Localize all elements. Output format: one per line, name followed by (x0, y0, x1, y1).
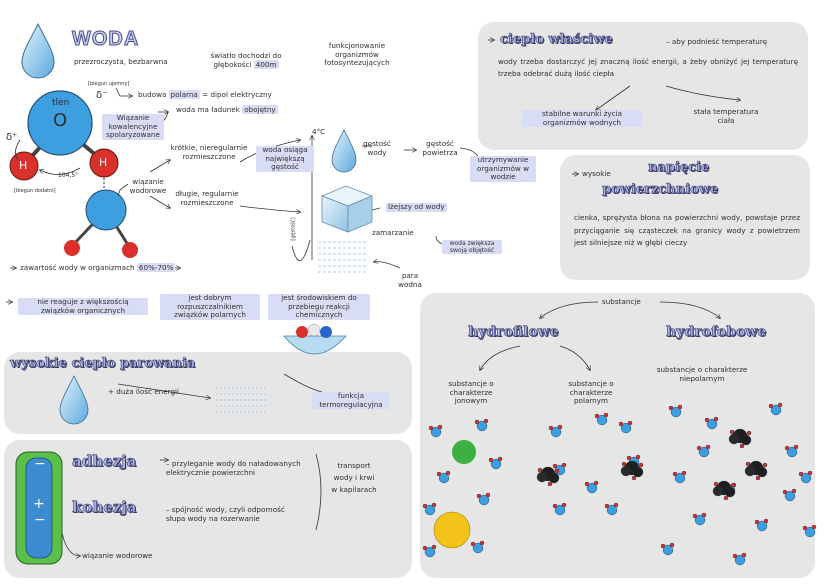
polar-structure: budowa polarna = dipol elektryczny (138, 90, 272, 100)
heat-title: ciepło właściwe (500, 32, 613, 48)
hydrophobic-title: hydrofobowe (666, 324, 767, 341)
nonpolar-text: substancje o charakterze niepolarnym (656, 365, 748, 383)
molecule-layer (422, 402, 817, 566)
vapor-icon (216, 387, 266, 413)
ionic-text: substancje o charakterze jonowym (448, 379, 494, 406)
covalent-bond: Wiązanie kowalencyjne spolaryzowane (102, 113, 164, 140)
tension-title-2: powierzchniowe (602, 182, 719, 198)
tension-body: cienka, sprężysta błona na powierzchni w… (574, 213, 800, 248)
ion-molecules (433, 440, 476, 549)
life-support: utrzymywanie organizmów w wodzie (470, 155, 536, 182)
light-depth: światło dochodzi do głębokości 400m (196, 51, 296, 69)
energy-text: + duża ilość energii (108, 387, 180, 396)
heat-panel (478, 22, 808, 150)
tension-high: wysokie (582, 169, 611, 178)
polar-text: substancje o charakterze polarnym (568, 379, 614, 406)
neg-pole-label: [biegun ujemny] (88, 81, 130, 87)
air-density: gęstość powietrza (422, 139, 458, 157)
substances-panel (420, 293, 815, 578)
bond-angle: 104,5° (58, 172, 79, 179)
stable-conditions: stabilne warunki życia organizmów wodnyc… (522, 109, 642, 128)
minus-sign: − (34, 456, 46, 472)
delta-minus: δ⁻ (96, 90, 108, 101)
ice-lighter: lżejszy od wody (386, 202, 447, 212)
capillary-icon (15, 451, 63, 565)
polar-word: polarna (168, 90, 200, 99)
constant-temp: stała temperatura ciała (693, 107, 759, 125)
polar-build-text: budowa (138, 90, 167, 99)
ice-cube-icon (320, 185, 374, 233)
thermoregulation: funkcja termoregulacyjna (312, 391, 390, 410)
volume-increase: woda zwiększa swoją objętość (442, 240, 502, 255)
cohesion-title: kohezja (72, 498, 137, 517)
solvent: jest dobrym rozpuszczalnikiem związków p… (160, 293, 260, 320)
water-density: gęstość wody (363, 139, 391, 157)
water-description: przezroczysta, bezbarwna (74, 57, 168, 66)
light-text: światło dochodzi do głębokości (210, 51, 282, 69)
hydrogen-bond-label: wiązanie wodorowe (129, 177, 167, 195)
bowl-icon (283, 323, 347, 355)
charge-info: woda ma ładunek obojętny (176, 105, 278, 115)
light-depth-value: 400m (253, 59, 279, 69)
charge-value: obojętny (242, 105, 278, 114)
water-waves-icon (318, 241, 366, 273)
evaporation-title: wysokie ciepło parowania (10, 356, 196, 372)
density-drop-icon (331, 129, 357, 173)
charge-prefix: woda ma ładunek (176, 105, 240, 114)
water-content: zawartość wody w organizmach 60%-70% (20, 263, 176, 273)
transport-text: transport wody i krwi w kapilarach (331, 461, 377, 495)
second-water-molecule-icon (64, 189, 138, 258)
density-axis-label: [gęstość] (290, 217, 297, 241)
dipole-text: = dipol elektryczny (202, 90, 272, 99)
hbond-bottom: wiązanie wodorowe (82, 551, 153, 560)
no-reaction: nie reaguje z większością związków organ… (18, 297, 148, 316)
heat-body: wody trzeba dostarczyć jej znaczną ilość… (498, 57, 798, 79)
substances-label: substancje (602, 297, 641, 306)
hydrophilic-title: hydrofilowe (468, 324, 559, 341)
page-title: WODA (71, 28, 140, 51)
oxygen-label: tlen (52, 98, 70, 108)
adhesion-panel (4, 440, 412, 578)
adhesion-title: adhezja (72, 452, 137, 471)
max-density: woda osiąga największą gęstość (256, 145, 314, 172)
content-text: zawartość wody w organizmach (20, 263, 135, 272)
adhesion-desc: – przyleganie wody do naładowanych elekt… (166, 459, 301, 477)
vapor: para wodna (398, 271, 422, 289)
pos-pole-label: [biegun dodatni] (14, 188, 56, 194)
water-drop-icon (21, 22, 55, 79)
short-bonds: krótkie, nieregularnie rozmieszczone (170, 143, 248, 161)
light-target: funkcjonowanie organizmów fotosyntezując… (324, 41, 390, 68)
water-molecule-icon (9, 90, 119, 194)
hydrogen-symbol-left: H (19, 159, 28, 172)
tension-panel (560, 155, 810, 280)
content-value: 60%-70% (136, 263, 176, 272)
tension-title-1: napięcie (648, 160, 710, 176)
evaporation-drop-icon (59, 375, 89, 425)
oxygen-symbol: O (53, 110, 68, 131)
minus-sign-lower: − (34, 512, 46, 528)
delta-plus: δ⁺ (6, 132, 18, 143)
reaction-medium: jest środowiskiem do przebiegu reakcji c… (268, 293, 370, 320)
long-bonds: długie, regularnie rozmieszczone (175, 189, 239, 207)
heat-intro: – aby podnieść temperaturę (666, 37, 768, 46)
hydrogen-symbol-right: H (99, 156, 108, 169)
freezing: zamarzanie (372, 228, 414, 237)
plus-sign: + (33, 496, 45, 512)
cohesion-desc: – spójność wody, czyli odporność słupa w… (166, 505, 285, 523)
max-temp: 4°C (312, 127, 326, 136)
